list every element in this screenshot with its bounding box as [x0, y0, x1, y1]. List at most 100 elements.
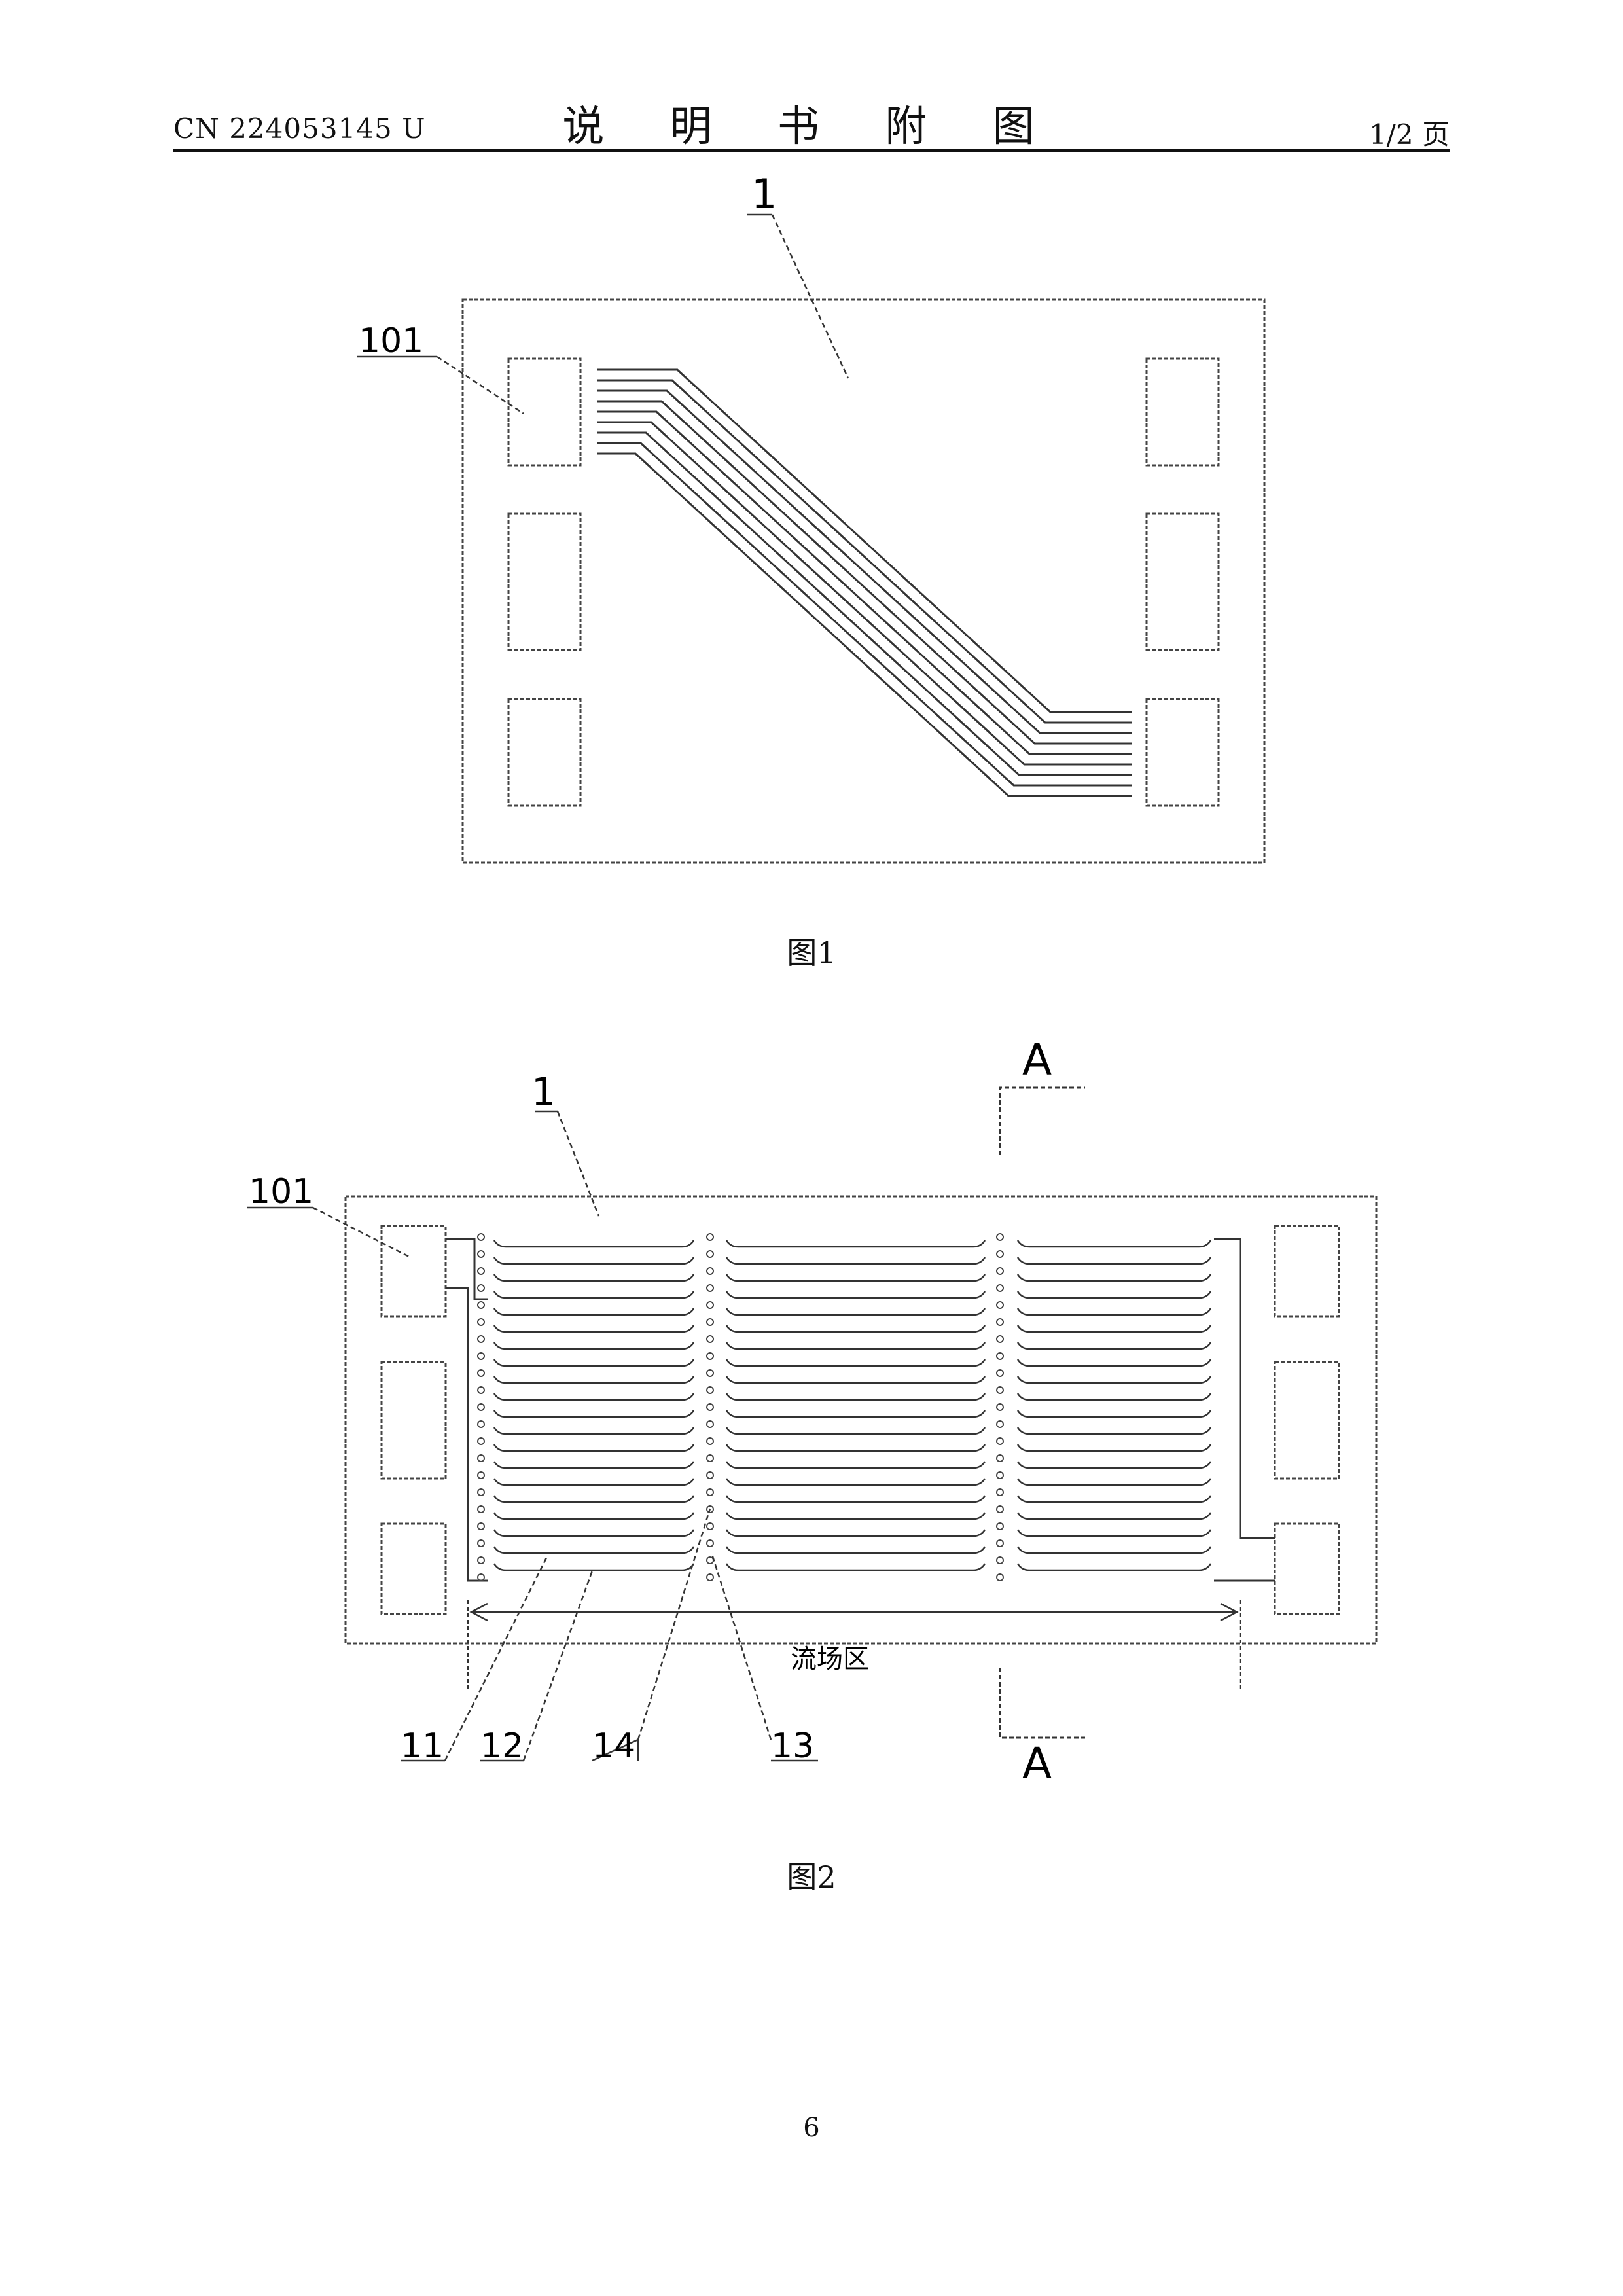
support-dot: [707, 1336, 713, 1342]
page-number: 6: [0, 2113, 1623, 2143]
channel-groove: [1018, 1325, 1211, 1332]
support-dot: [997, 1540, 1003, 1547]
channel-groove: [494, 1444, 694, 1451]
port2-right-3: [1275, 1524, 1339, 1614]
support-dot: [478, 1540, 484, 1547]
support-dot: [997, 1421, 1003, 1427]
channel-groove: [726, 1444, 985, 1451]
support-dot: [997, 1387, 1003, 1393]
support-dot: [707, 1421, 713, 1427]
support-dot: [478, 1438, 484, 1444]
channel-groove: [1018, 1359, 1211, 1366]
channel-groove: [1018, 1291, 1211, 1298]
channel-groove: [1018, 1376, 1211, 1383]
channel-groove: [1018, 1240, 1211, 1247]
label-11: 11: [401, 1727, 444, 1766]
support-dot: [478, 1472, 484, 1479]
support-dot: [707, 1455, 713, 1462]
channel-groove: [1018, 1479, 1211, 1485]
support-dot: [707, 1234, 713, 1240]
support-dot: [707, 1285, 713, 1291]
support-dot: [707, 1489, 713, 1496]
channel-groove: [726, 1479, 985, 1485]
section-mark-top: [1000, 1088, 1085, 1155]
channel-groove: [494, 1257, 694, 1264]
support-dot: [478, 1319, 484, 1325]
support-dot: [997, 1438, 1003, 1444]
support-dot: [707, 1472, 713, 1479]
channel-groove: [726, 1376, 985, 1383]
support-dot: [478, 1387, 484, 1393]
channel-groove: [726, 1530, 985, 1536]
support-dot: [997, 1319, 1003, 1325]
channel-groove: [494, 1376, 694, 1383]
support-dot: [478, 1251, 484, 1257]
channel-groove: [1018, 1444, 1211, 1451]
channel-groove: [726, 1462, 985, 1468]
channel-groove: [1018, 1496, 1211, 1502]
support-dot: [997, 1302, 1003, 1308]
channel-groove: [1018, 1462, 1211, 1468]
channel-groove: [726, 1342, 985, 1349]
support-dot: [478, 1489, 484, 1496]
section-label-bottom: A: [1022, 1738, 1052, 1789]
channel-groove: [494, 1342, 694, 1349]
support-dot: [707, 1387, 713, 1393]
port2-left-1: [382, 1226, 446, 1316]
channel-groove: [726, 1257, 985, 1264]
channel-groove: [726, 1496, 985, 1502]
channel-groove: [494, 1393, 694, 1400]
port2-right-2: [1275, 1362, 1339, 1479]
support-dot: [997, 1455, 1003, 1462]
channel-groove: [1018, 1393, 1211, 1400]
channel-groove: [494, 1462, 694, 1468]
channel-groove: [494, 1325, 694, 1332]
support-dot: [478, 1523, 484, 1530]
support-dot: [478, 1353, 484, 1359]
support-dot: [997, 1523, 1003, 1530]
support-dot: [707, 1438, 713, 1444]
channel-groove: [1018, 1427, 1211, 1434]
channel-groove: [494, 1359, 694, 1366]
channel-groove: [1018, 1547, 1211, 1553]
support-dot: [478, 1404, 484, 1410]
figure-2-caption: 图2: [0, 1854, 1623, 1897]
support-dot: [707, 1370, 713, 1376]
label2-1: 1: [531, 1069, 556, 1114]
channel-groove: [494, 1427, 694, 1434]
channel-groove: [726, 1359, 985, 1366]
label2-101: 101: [249, 1172, 313, 1211]
support-dot: [997, 1489, 1003, 1496]
support-dot: [478, 1336, 484, 1342]
channel-groove: [726, 1274, 985, 1281]
port2-right-1: [1275, 1226, 1339, 1316]
port2-left-3: [382, 1524, 446, 1614]
support-dot: [707, 1540, 713, 1547]
channel-groove: [1018, 1308, 1211, 1315]
leader-12: [524, 1571, 592, 1761]
support-dot: [478, 1557, 484, 1564]
support-dot: [707, 1574, 713, 1581]
support-dot: [997, 1472, 1003, 1479]
support-dot: [478, 1455, 484, 1462]
support-dot: [997, 1234, 1003, 1240]
port2-left-2: [382, 1362, 446, 1479]
support-dot: [997, 1574, 1003, 1581]
support-dot: [707, 1268, 713, 1274]
channel-groove: [494, 1530, 694, 1536]
channel-groove: [494, 1291, 694, 1298]
support-dot: [707, 1353, 713, 1359]
support-dot: [707, 1523, 713, 1530]
figure-2: A A 流场区 1 101 11 12 14 13: [0, 0, 1623, 1964]
channel-groove: [1018, 1564, 1211, 1570]
support-dot: [478, 1370, 484, 1376]
channel-groove: [1018, 1410, 1211, 1417]
channel-groove: [726, 1564, 985, 1570]
channel-groove: [494, 1274, 694, 1281]
leader2-plate: [558, 1111, 599, 1216]
channel-groove: [726, 1547, 985, 1553]
support-dot: [478, 1268, 484, 1274]
support-dot: [707, 1319, 713, 1325]
channel-groove: [1018, 1342, 1211, 1349]
support-dot: [707, 1404, 713, 1410]
